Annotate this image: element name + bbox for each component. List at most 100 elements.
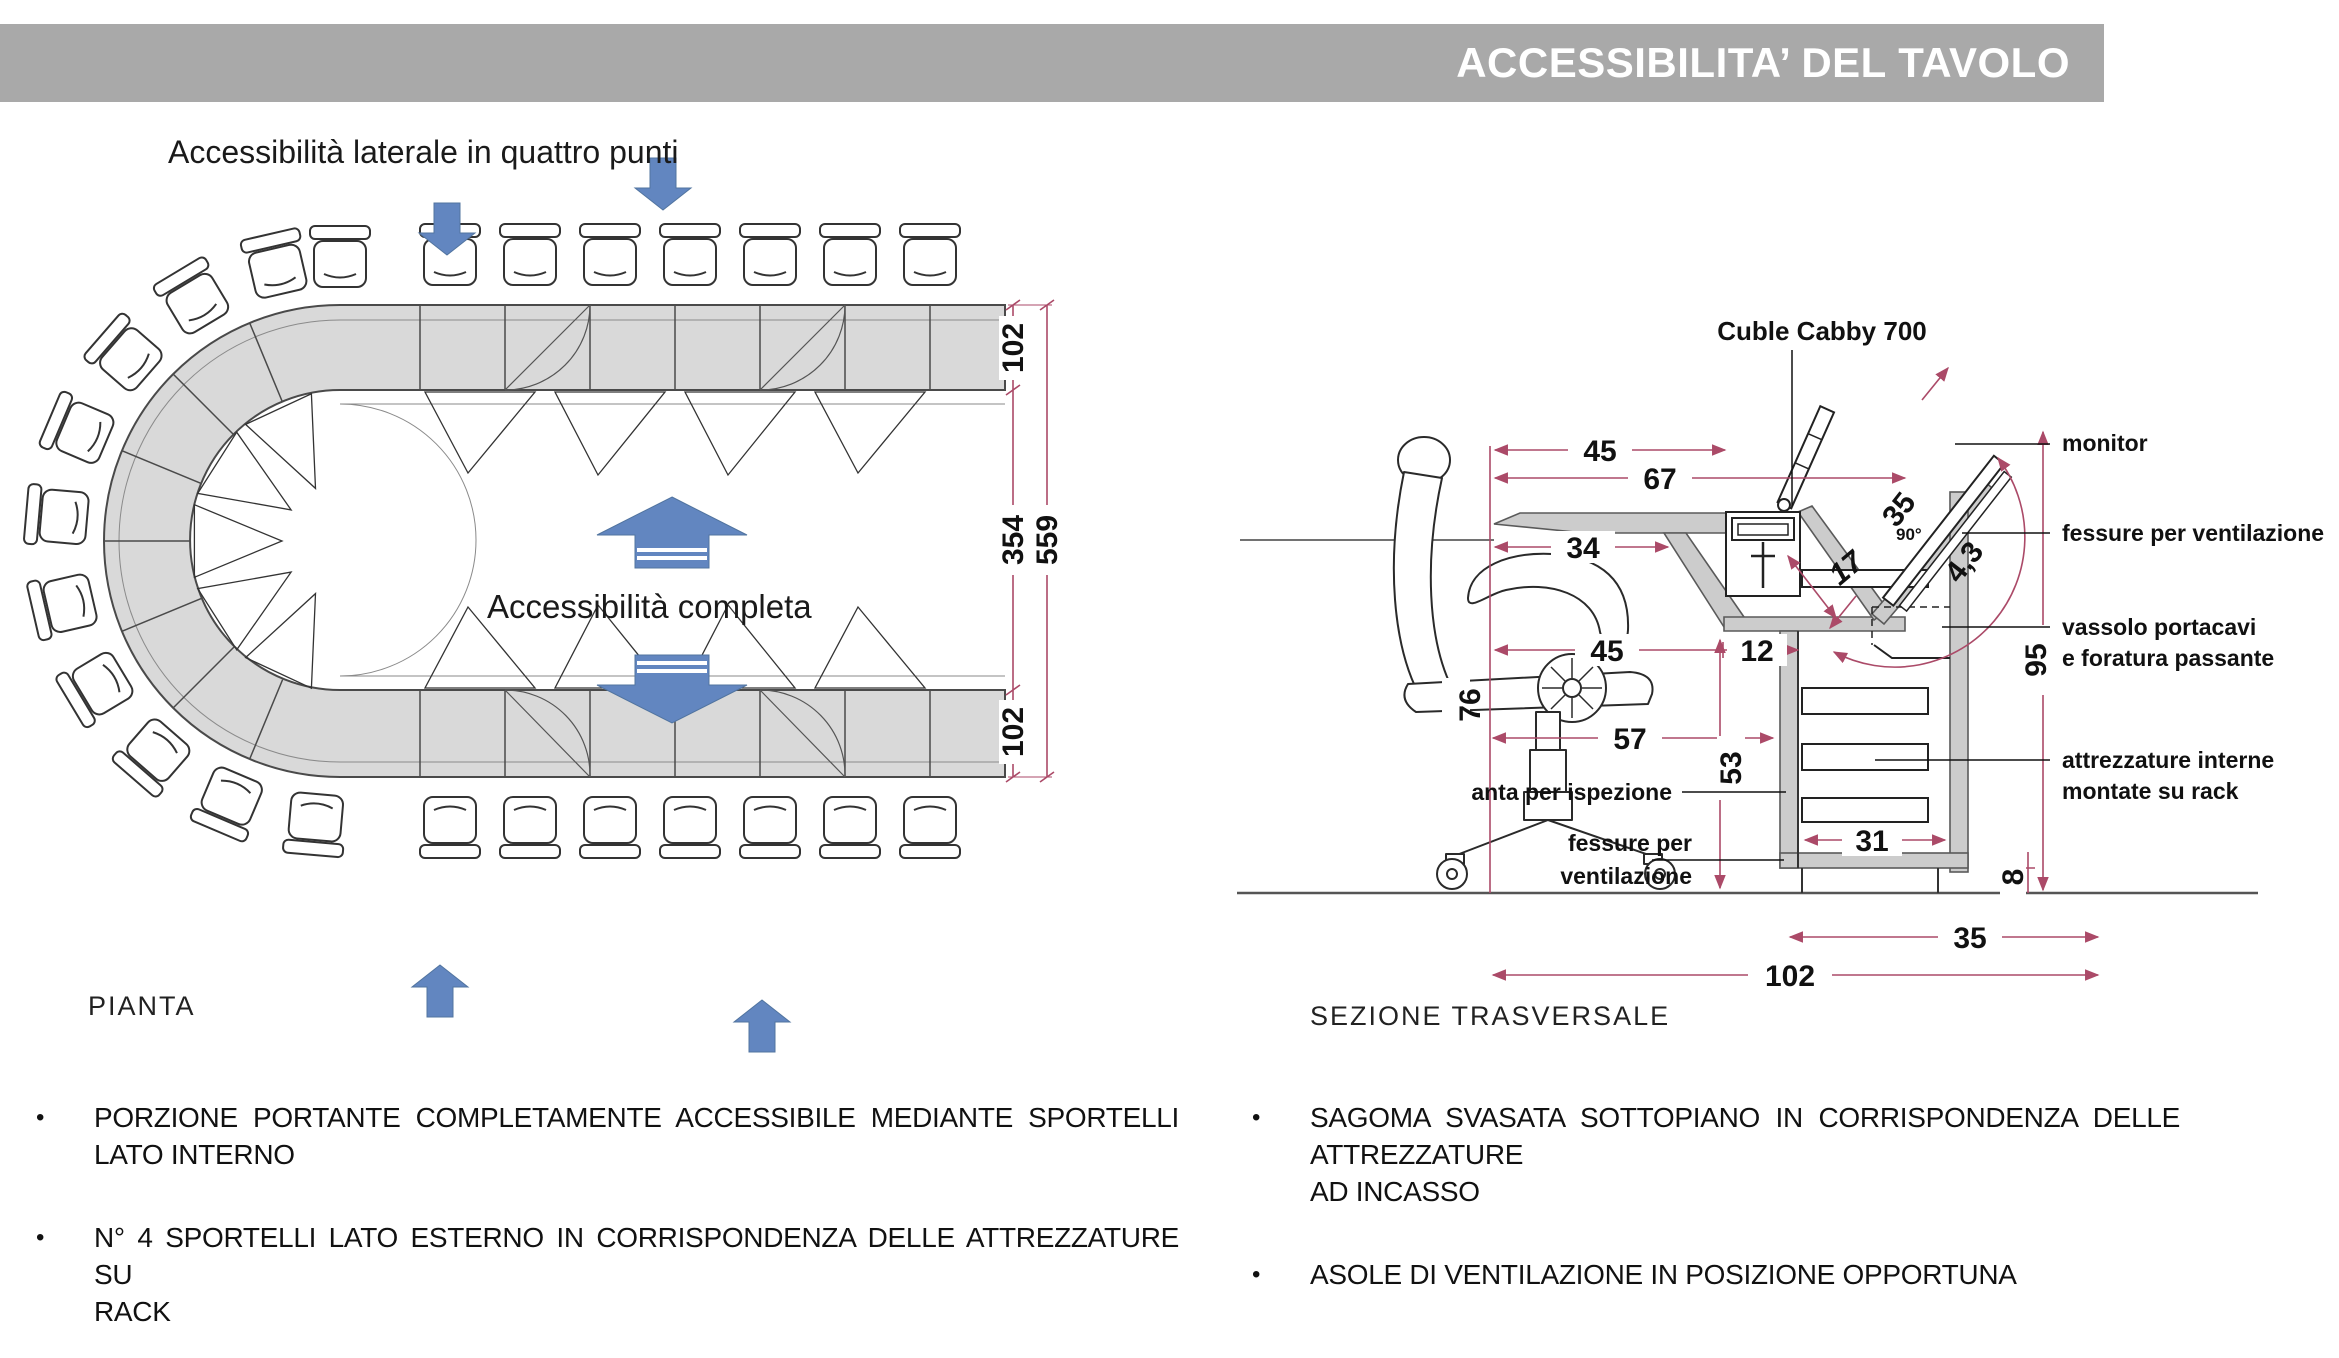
plinth xyxy=(1801,868,1939,893)
dim-8: 8 xyxy=(1997,869,2030,886)
plan-dim-102-bottom: 102 xyxy=(997,707,1030,757)
label-vents-left-2: ventilazione xyxy=(1560,863,1692,889)
table-ring xyxy=(103,304,1006,778)
arrow-down-icon xyxy=(417,202,477,256)
arrow-stripes xyxy=(637,548,707,673)
section-caption: SEZIONE TRASVERSALE xyxy=(1310,1001,1670,1031)
caster xyxy=(1654,868,1666,880)
plan-dim-102-top: 102 xyxy=(997,323,1030,373)
dim-102: 102 xyxy=(1765,960,1815,993)
wheel-hub xyxy=(1562,678,1582,698)
cubby-stem xyxy=(1751,542,1775,588)
dim-bg xyxy=(1748,959,1832,991)
label-rack-1: attrezzature interne xyxy=(2062,747,2274,773)
bullet-list-right: • SAGOMA SVASATA SOTTOPIANO IN CORRISPON… xyxy=(1252,1100,2180,1340)
label-tray-2: e foratura passante xyxy=(2062,645,2274,671)
dim-bg xyxy=(999,316,1027,380)
list-item: • PORZIONE PORTANTE COMPLETAMENTE ACCESS… xyxy=(36,1100,1179,1174)
dim-31: 31 xyxy=(1855,825,1888,858)
list-item: • N° 4 SPORTELLI LATO ESTERNO IN CORRISP… xyxy=(36,1220,1179,1331)
label-inspection: anta per ispezione xyxy=(1471,779,1672,805)
cubby-bracket xyxy=(1737,523,1789,536)
inner-doors xyxy=(193,391,927,690)
bullet-icon: • xyxy=(36,1223,45,1251)
rack-bar xyxy=(1801,797,1929,823)
caster xyxy=(1446,868,1458,880)
gas-lift xyxy=(1523,791,1573,821)
holder-rod xyxy=(1776,404,1836,510)
dim-bg xyxy=(1575,634,1639,666)
gas-lift xyxy=(1529,749,1567,793)
backrest xyxy=(1392,471,1453,701)
arrow-up-icon xyxy=(732,999,792,1053)
plan-top-label: Accessibilità laterale in quattro punti xyxy=(168,134,679,170)
dim-35-base: 35 xyxy=(1953,922,1986,955)
dim-bg xyxy=(1598,722,1662,754)
plan-dim-354: 354 xyxy=(997,515,1030,565)
rack-bar xyxy=(1801,743,1929,771)
label-vents-right: fessure per ventilazione xyxy=(2062,520,2324,546)
list-item: • SAGOMA SVASATA SOTTOPIANO IN CORRISPON… xyxy=(1252,1100,2180,1211)
leader-lines xyxy=(1652,350,2050,861)
dim-bg xyxy=(1717,736,1745,800)
dim-bg xyxy=(1938,921,2002,953)
arrow-down-icon xyxy=(633,157,693,211)
dim-57: 57 xyxy=(1613,723,1646,756)
dim-67: 67 xyxy=(1643,463,1676,496)
rod-hinge xyxy=(1777,498,1791,512)
big-arrow-up-icon xyxy=(596,496,748,569)
dim-bg xyxy=(1628,462,1692,494)
inspection-door xyxy=(1779,630,1799,869)
dim-34: 34 xyxy=(1566,532,1600,565)
dim-bg xyxy=(1727,634,1787,666)
dim-12: 12 xyxy=(1740,635,1773,668)
bullet-text: AD INCASSO xyxy=(1310,1175,1480,1207)
big-arrow-down-icon xyxy=(596,654,748,724)
armrest xyxy=(1467,552,1630,649)
plan-caption: PIANTA xyxy=(88,991,196,1021)
dim-bg xyxy=(1568,434,1632,466)
label-rack-2: montate su rack xyxy=(2062,778,2239,804)
label-vents-left-1: fessure per xyxy=(1568,830,1692,856)
dim-bg xyxy=(1551,531,1615,563)
dim-45-top: 45 xyxy=(1583,435,1616,468)
plan-dim-559: 559 xyxy=(1031,515,1064,565)
dim-bg xyxy=(2000,858,2026,896)
cubby-unit xyxy=(1725,404,1836,597)
dim-53: 53 xyxy=(1715,751,1748,784)
label-monitor: monitor xyxy=(2062,430,2148,456)
label-tray-1: vassolo portacavi xyxy=(2062,614,2256,640)
dim-95: 95 xyxy=(2020,643,2053,676)
cubby-label: Cuble Cabby 700 xyxy=(1717,316,1927,346)
bullet-icon: • xyxy=(36,1104,45,1131)
dim-bg xyxy=(2020,625,2050,695)
bullet-text: RACK xyxy=(94,1295,171,1327)
wheel-spokes xyxy=(1542,658,1602,718)
rod-joints xyxy=(1794,432,1823,470)
page-title: ACCESSIBILITA’ DEL TAVOLO xyxy=(1456,39,2070,86)
plan-dim-labels: 102 354 102 559 xyxy=(997,316,1064,764)
office-chair xyxy=(1392,436,1676,890)
bullet-text: PORZIONE PORTANTE COMPLETAMENTE ACCESSIB… xyxy=(94,1102,1179,1133)
access-arrows xyxy=(410,157,792,1053)
plan-center-label: Accessibilità completa xyxy=(487,588,812,625)
dim-45-low: 45 xyxy=(1590,635,1623,668)
dim-bg xyxy=(1842,824,1902,856)
base-legs xyxy=(1453,819,1653,857)
bullet-text: N° 4 SPORTELLI LATO ESTERNO IN CORRISPON… xyxy=(94,1221,1179,1290)
title-bar: ACCESSIBILITA’ DEL TAVOLO xyxy=(0,24,2104,102)
dim-76: 76 xyxy=(1454,688,1487,721)
bullet-list-left: • PORZIONE PORTANTE COMPLETAMENTE ACCESS… xyxy=(36,1100,1179,1358)
dim-bg xyxy=(1033,505,1061,575)
bullet-text: LATO INTERNO xyxy=(94,1138,295,1170)
dim-bg xyxy=(1442,678,1470,734)
bullet-icon: • xyxy=(1252,1104,1261,1131)
bullet-text: SAGOMA SVASATA SOTTOPIANO IN CORRISPONDE… xyxy=(1310,1102,2180,1170)
outer-door-swings xyxy=(504,304,846,778)
table-segments xyxy=(104,305,931,777)
bullet-icon: • xyxy=(1252,1260,1261,1288)
rack-bar xyxy=(1801,687,1929,715)
arrow-up-icon xyxy=(410,964,470,1018)
